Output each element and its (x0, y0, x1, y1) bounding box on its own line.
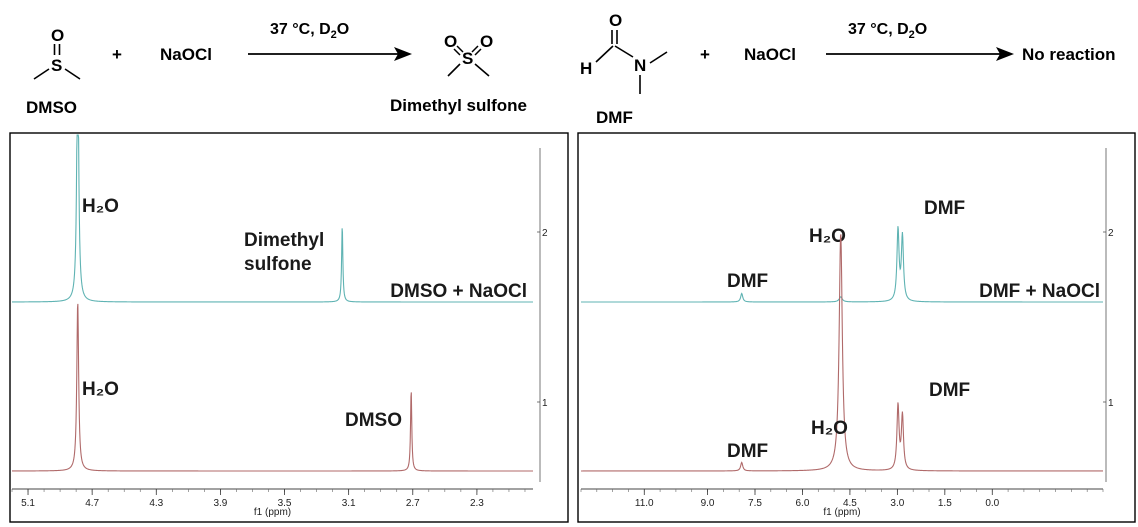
condition-right: 37 °C, D2O (848, 21, 927, 41)
sulfone-oxygen-left: O (444, 32, 457, 51)
dmso-ppm-tick-label: 2.7 (406, 498, 420, 509)
dmf-peak-label: H₂O (809, 226, 846, 247)
reaction-arrow-left (248, 47, 412, 61)
dmf-peak-label: H₂O (811, 418, 848, 439)
dmf-trace-bottom (581, 234, 1103, 472)
dmso-structure: O S (33, 26, 81, 80)
dmf-intensity-tick-2: 2 (1108, 228, 1114, 239)
dmso-oxygen-atom: O (51, 26, 64, 45)
dmf-intensity-tick-1: 1 (1108, 398, 1114, 409)
condition-left: 37 °C, D2O (270, 21, 349, 41)
dmso-ppm-tick-label: 2.3 (470, 498, 484, 509)
reaction-left: O S DMSO + NaOCl 37 °C, D2O O O S Dimeth… (26, 21, 527, 117)
dmf-ppm-tick-label: 4.5 (843, 498, 857, 509)
reaction-right: O H N DMF + NaOCl 37 °C, D2O No reaction (580, 11, 1116, 127)
sulfone-sulfur-atom: S (462, 49, 473, 68)
dmso-ppm-tick-label: 4.7 (85, 498, 99, 509)
dmf-hydrogen-atom: H (580, 59, 592, 78)
nmr-panel-dmf: 2 1 11.0 9.0 7.5 6.0 4.5 3.0 1.5 0.0 f1 (ppm) DMF H₂… (577, 132, 1136, 523)
naocl-right: NaOCl (744, 45, 796, 64)
dmso-ppm-tick-label: 5.1 (21, 498, 35, 509)
reaction-arrow-right (826, 47, 1014, 61)
dmso-peak-label: H₂O (82, 196, 119, 217)
no-reaction-label: No reaction (1022, 45, 1116, 64)
dmso-ppm-tick-label: 3.9 (213, 498, 227, 509)
naocl-left: NaOCl (160, 45, 212, 64)
panel-frame-left (9, 132, 569, 523)
dmf-oxygen-atom: O (609, 11, 622, 30)
dmso-trace-bottom (12, 303, 533, 472)
dmf-series-label: DMF + NaOCl (979, 281, 1100, 302)
dmf-peak-label: DMF (929, 380, 970, 401)
dmf-ppm-tick-label: 0.0 (985, 498, 999, 509)
dmso-peak-label: sulfone (244, 254, 312, 275)
dimethyl-sulfone-label: Dimethyl sulfone (390, 96, 527, 115)
sulfone-oxygen-right: O (480, 32, 493, 51)
dmso-label: DMSO (26, 98, 77, 117)
plus-sign-right: + (700, 45, 710, 64)
dmso-trace-top (12, 134, 533, 303)
dmf-ppm-tick-label: 7.5 (748, 498, 762, 509)
dmf-peak-label: DMF (727, 271, 768, 292)
dmso-ppm-tick-label: 3.5 (278, 498, 292, 509)
dmf-ppm-tick-label: 3.0 (890, 498, 904, 509)
dmf-nitrogen-atom: N (634, 56, 646, 75)
panel-frame-right (577, 132, 1136, 523)
dmf-ppm-tick-label: 1.5 (938, 498, 952, 509)
dmso-peak-label: Dimethyl (244, 230, 324, 251)
dmf-axis-title: f1 (ppm) (823, 507, 860, 518)
dmso-sulfur-atom: S (51, 56, 62, 75)
dmf-label: DMF (596, 108, 633, 127)
dmso-intensity-tick-2: 2 (542, 228, 548, 239)
nmr-panel-dmso: 2 1 5.1 4.7 4.3 3.9 3.5 3.1 2.7 2.3 f1 (ppm) H₂O Dim… (9, 132, 569, 523)
dmso-peak-label: DMSO (345, 410, 402, 431)
dmf-ppm-tick-label: 9.0 (701, 498, 715, 509)
dmf-ppm-tick-label: 6.0 (796, 498, 810, 509)
dmf-structure: O H N (580, 11, 668, 94)
dmso-intensity-tick-1: 1 (542, 398, 548, 409)
dimethyl-sulfone-structure: O O S (444, 32, 493, 77)
dmso-ppm-tick-label: 4.3 (149, 498, 163, 509)
dmf-peak-label: DMF (924, 198, 965, 219)
dmso-ppm-tick-label: 3.1 (342, 498, 356, 509)
dmso-series-label: DMSO + NaOCl (390, 281, 527, 302)
plus-sign-left: + (112, 45, 122, 64)
dmso-peak-label: H₂O (82, 379, 119, 400)
dmf-peak-label: DMF (727, 441, 768, 462)
dmf-ppm-tick-label: 11.0 (635, 498, 654, 509)
dmso-axis-title: f1 (ppm) (254, 507, 291, 518)
